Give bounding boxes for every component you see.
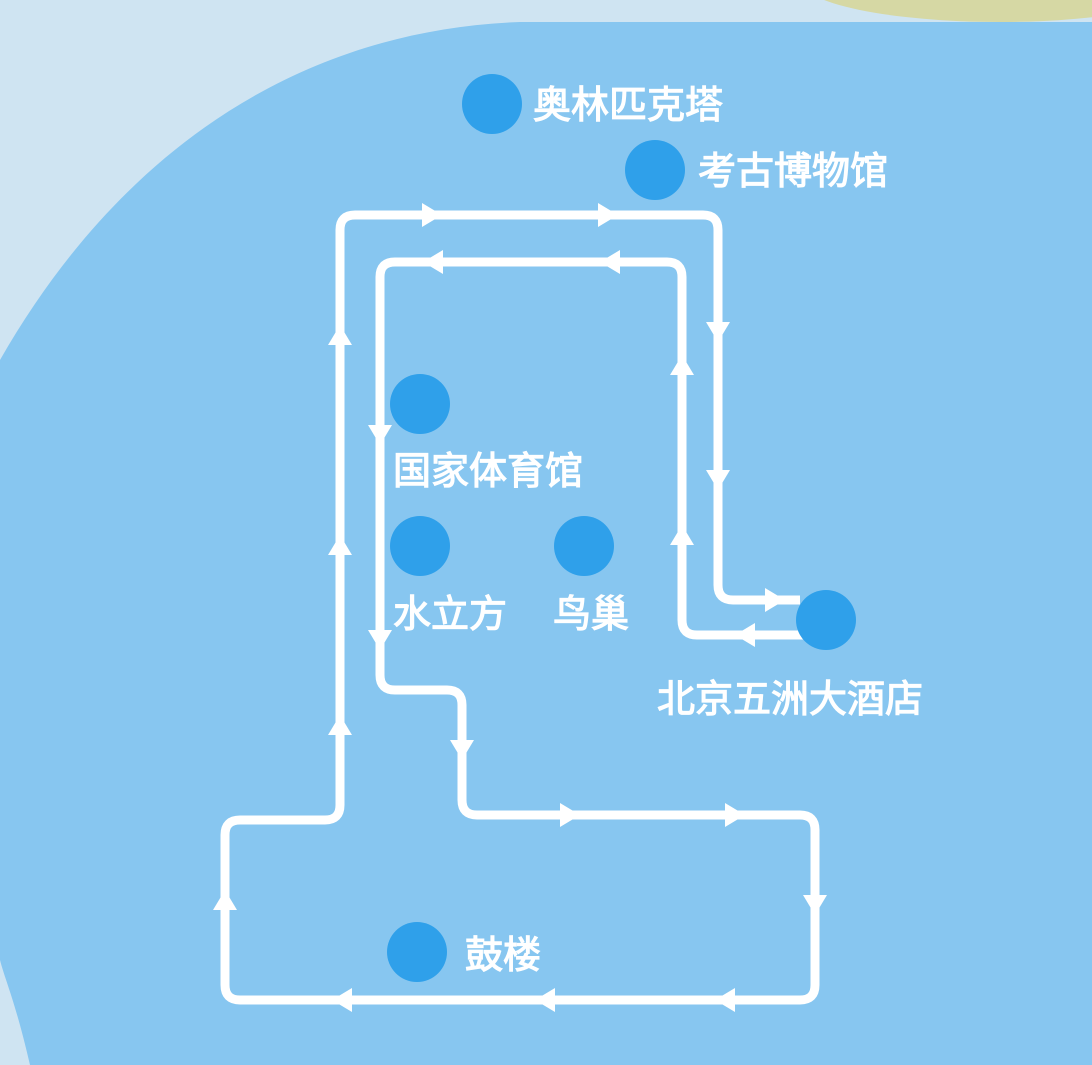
map-region	[0, 22, 1092, 1065]
label-drum-tower: 鼓楼	[465, 933, 541, 977]
label-archaeology-museum: 考古博物馆	[698, 149, 888, 193]
arrow-up-icon	[670, 525, 694, 545]
arrow-up-icon	[328, 715, 352, 735]
label-birds-nest: 鸟巢	[553, 592, 629, 636]
marker-national-stadium[interactable]	[390, 374, 450, 434]
arrow-left-icon	[332, 988, 352, 1012]
arrow-left-icon	[423, 250, 443, 274]
marker-olympic-tower[interactable]	[462, 74, 522, 134]
arrow-down-icon	[803, 895, 827, 915]
label-wuzhou-hotel: 北京五洲大酒店	[657, 677, 923, 721]
arrow-right-icon	[598, 203, 618, 227]
label-olympic-tower: 奥林匹克塔	[533, 83, 724, 127]
arrow-up-icon	[328, 535, 352, 555]
arrow-up-icon	[328, 325, 352, 345]
arrow-down-icon	[368, 425, 392, 445]
label-national-stadium: 国家体育馆	[393, 449, 583, 493]
label-water-cube: 水立方	[393, 592, 507, 636]
arrow-down-icon	[368, 630, 392, 650]
route-lines	[220, 210, 830, 1005]
arrow-down-icon	[706, 470, 730, 490]
marker-birds-nest[interactable]	[554, 516, 614, 576]
arrow-left-icon	[535, 988, 555, 1012]
arrow-down-icon	[450, 740, 474, 760]
arrow-right-icon	[725, 803, 745, 827]
arrow-up-icon	[213, 890, 237, 910]
arrow-right-icon	[560, 803, 580, 827]
top-right-area	[824, 0, 1092, 22]
marker-wuzhou-hotel[interactable]	[796, 590, 856, 650]
outer-route	[220, 210, 800, 1005]
arrow-right-icon	[422, 203, 442, 227]
marker-water-cube[interactable]	[390, 516, 450, 576]
marker-archaeology-museum[interactable]	[625, 140, 685, 200]
inner-route	[240, 257, 830, 1005]
marker-drum-tower[interactable]	[387, 922, 447, 982]
arrow-left-icon	[600, 250, 620, 274]
arrow-up-icon	[670, 355, 694, 375]
direction-arrows	[213, 203, 827, 1012]
place-labels: 奥林匹克塔 考古博物馆 国家体育馆 水立方 鸟巢 北京五洲大酒店 鼓楼	[393, 83, 923, 977]
arrow-right-icon	[765, 588, 785, 612]
place-markers	[387, 74, 856, 982]
arrow-down-icon	[706, 322, 730, 342]
arrow-left-icon	[715, 988, 735, 1012]
arrow-left-icon	[735, 623, 755, 647]
